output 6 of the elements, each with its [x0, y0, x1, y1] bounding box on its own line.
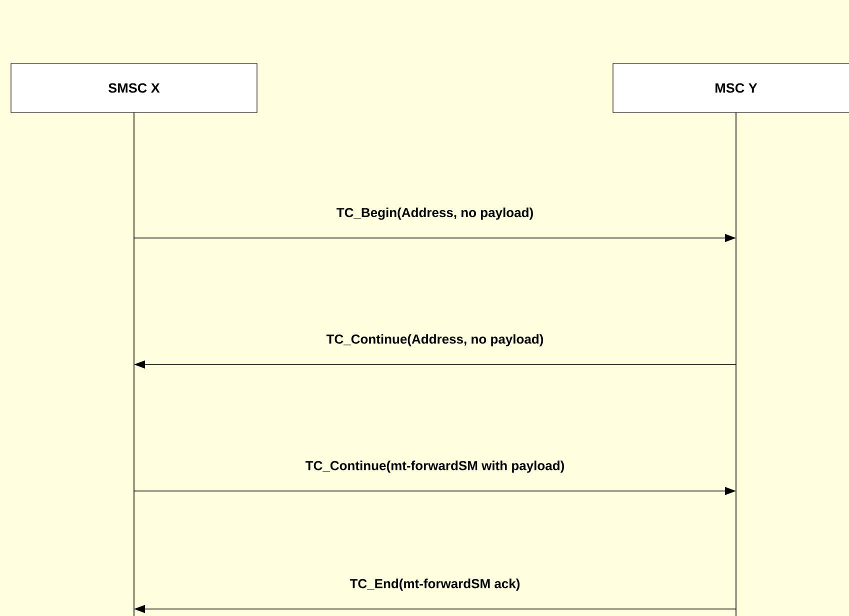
- lifeline-box: SMSC X: [10, 63, 258, 113]
- lifeline-box: MSC Y: [612, 63, 849, 113]
- message-label: TC_End(mt-forwardSM ack): [350, 578, 520, 591]
- message-label: TC_Continue(mt-forwardSM with payload): [306, 460, 564, 473]
- message-label: TC_Continue(Address, no payload): [326, 334, 544, 346]
- message-label: TC_Begin(Address, no payload): [336, 208, 533, 220]
